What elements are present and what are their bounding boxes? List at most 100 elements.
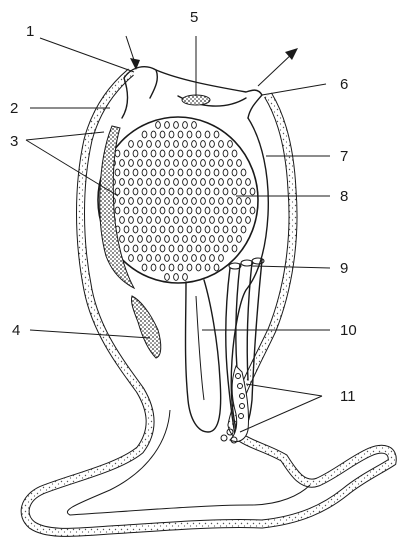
- stigma-slit: [219, 217, 224, 224]
- stigma-slit: [120, 179, 125, 186]
- stigma-slit: [174, 160, 179, 167]
- stigma-slit: [138, 198, 143, 205]
- stigma-slit: [151, 169, 156, 176]
- stigma-slit: [156, 179, 161, 186]
- stigma-slit: [228, 236, 233, 243]
- stigma-slit: [201, 198, 206, 205]
- stigma-slit: [124, 188, 129, 195]
- label-3: 3: [10, 133, 18, 150]
- stigma-slit: [210, 217, 215, 224]
- stigma-slit: [151, 131, 156, 138]
- label-4: 4: [12, 322, 20, 339]
- stigma-slit: [147, 255, 152, 262]
- outflow-arrow: [258, 48, 298, 86]
- stigma-slit: [246, 217, 251, 224]
- stigma-slit: [237, 179, 242, 186]
- stigma-slit: [205, 264, 210, 271]
- stigma-slit: [219, 236, 224, 243]
- stigma-slit: [174, 198, 179, 205]
- stigma-slit: [160, 169, 165, 176]
- stigma-slit: [165, 274, 170, 281]
- stigma-slit: [196, 188, 201, 195]
- stigma-slit: [205, 207, 210, 214]
- stigma-slit: [210, 141, 215, 148]
- stigma-slit: [169, 188, 174, 195]
- stigma-slit: [223, 207, 228, 214]
- stigma-slit: [183, 141, 188, 148]
- stigma-slit: [174, 217, 179, 224]
- label-11: 11: [340, 388, 356, 405]
- stigma-slit: [169, 131, 174, 138]
- stigma-slit: [183, 198, 188, 205]
- stigma-slit: [214, 264, 219, 271]
- stigma-slit: [174, 255, 179, 262]
- stigma-slit: [142, 188, 147, 195]
- ganglion: [182, 95, 210, 105]
- stigma-slit: [129, 160, 134, 167]
- stigma-slit: [183, 274, 188, 281]
- stigma-slit: [156, 217, 161, 224]
- stigma-slit: [165, 179, 170, 186]
- oral-siphon: [124, 67, 157, 98]
- stigma-slit: [115, 169, 120, 176]
- stigma-slit: [192, 122, 197, 129]
- stigma-slit: [178, 207, 183, 214]
- label-7: 7: [340, 148, 348, 165]
- stigma-slit: [201, 141, 206, 148]
- atrial-siphon: [156, 70, 262, 118]
- stigma-slit: [223, 188, 228, 195]
- stigma-slit: [201, 179, 206, 186]
- stigma-slit: [183, 122, 188, 129]
- stigma-slit: [201, 236, 206, 243]
- stigma-slit: [214, 169, 219, 176]
- stigma-slit: [142, 131, 147, 138]
- stigma-slit: [129, 141, 134, 148]
- stigma-slit: [138, 255, 143, 262]
- stigma-slit: [133, 169, 138, 176]
- stigma-slit: [219, 160, 224, 167]
- stigma-slit: [165, 255, 170, 262]
- label-1: 1: [26, 23, 34, 40]
- stigma-slit: [124, 207, 129, 214]
- stigma-slit: [115, 188, 120, 195]
- stigma-slit: [223, 150, 228, 157]
- stigma-slit: [205, 169, 210, 176]
- stigma-slit: [237, 198, 242, 205]
- stigma-slit: [183, 160, 188, 167]
- stigma-slit: [232, 188, 237, 195]
- stigma-slit: [120, 198, 125, 205]
- stigma-slit: [250, 207, 255, 214]
- label-6: 6: [340, 76, 348, 93]
- stigma-slit: [196, 226, 201, 233]
- stigma-slit: [241, 188, 246, 195]
- stigma-slit: [151, 150, 156, 157]
- stigma-slit: [165, 160, 170, 167]
- stigma-slit: [232, 207, 237, 214]
- stigma-slit: [246, 179, 251, 186]
- stigma-slit: [165, 236, 170, 243]
- stigma-slit: [156, 122, 161, 129]
- stigma-slit: [124, 150, 129, 157]
- stigma-slit: [205, 150, 210, 157]
- stigma-slit: [210, 179, 215, 186]
- label-5: 5: [190, 9, 198, 26]
- stigma-slit: [228, 217, 233, 224]
- stigma-slit: [232, 169, 237, 176]
- stigma-slit: [241, 226, 246, 233]
- stigma-slit: [219, 198, 224, 205]
- stigma-slit: [192, 141, 197, 148]
- stigma-slit: [196, 169, 201, 176]
- stigma-slit: [183, 179, 188, 186]
- stigma-slit: [147, 160, 152, 167]
- stigma-slit: [187, 207, 192, 214]
- stigma-slit: [205, 226, 210, 233]
- stigma-slit: [196, 264, 201, 271]
- stigma-slit: [165, 198, 170, 205]
- stigma-slit: [187, 226, 192, 233]
- stigma-slit: [187, 131, 192, 138]
- stigma-slit: [169, 264, 174, 271]
- stigma-slit: [178, 226, 183, 233]
- stigma-slit: [219, 255, 224, 262]
- stigma-slit: [115, 150, 120, 157]
- stigma-slit: [196, 131, 201, 138]
